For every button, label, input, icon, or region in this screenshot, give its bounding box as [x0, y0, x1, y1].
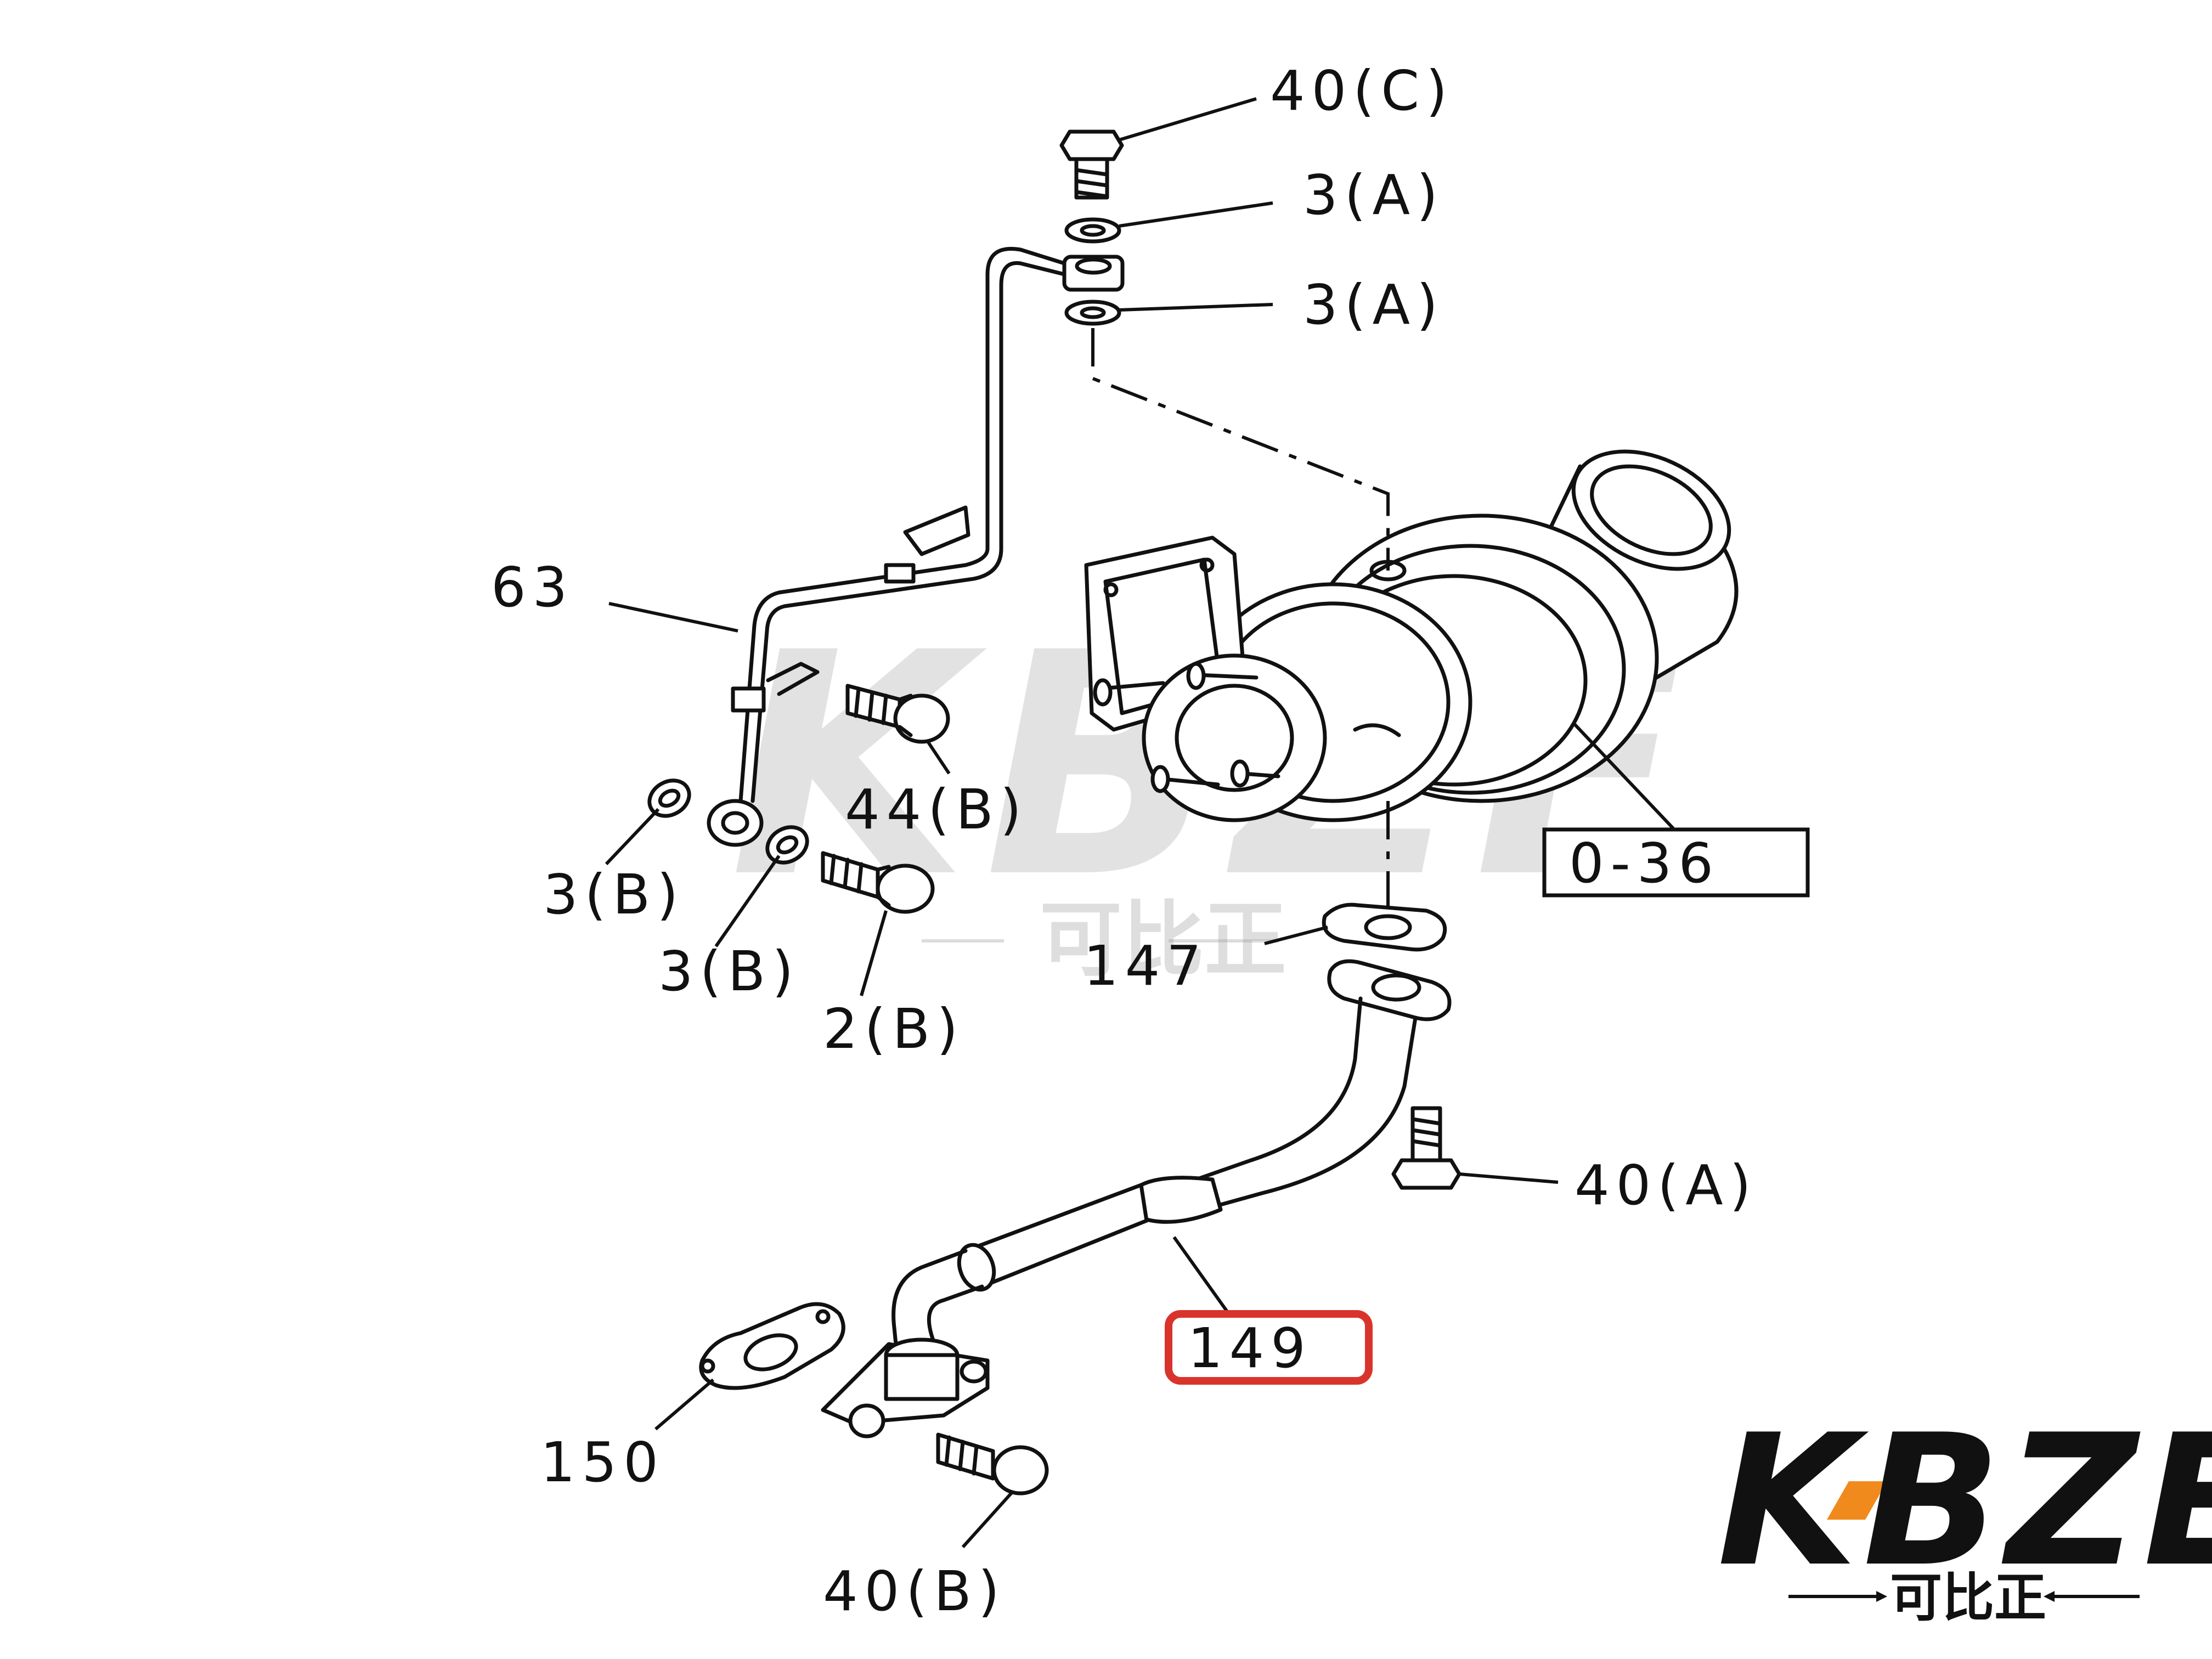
bolt-40c-drawing — [1059, 129, 1124, 200]
label-40c: 40(C) — [1270, 59, 1454, 123]
alignment-line-top — [1091, 328, 1390, 571]
gasket-150 — [699, 1302, 845, 1390]
washer-3b-1 — [647, 778, 691, 818]
pipe-149-highlight-box: 149 — [1165, 1310, 1373, 1385]
logo-text: KBZE — [1717, 1396, 2212, 1606]
label-147: 147 — [1084, 934, 1208, 998]
logo-accent-icon — [1827, 1481, 1887, 1520]
label-150: 150 — [540, 1430, 665, 1494]
logo-subtext: 可比正 — [1890, 1568, 2046, 1628]
gasket-147 — [1322, 902, 1447, 952]
label-40a: 40(A) — [1575, 1153, 1758, 1217]
label-3b-1: 3(B) — [543, 862, 685, 927]
bolt-40b-drawing — [936, 1432, 1049, 1496]
oil-feed-pipe-63 — [707, 247, 1066, 847]
label-0-36: 0-36 — [1569, 831, 1720, 895]
bolt-44b-drawing — [845, 684, 950, 744]
label-3a-bottom: 3(A) — [1303, 273, 1444, 337]
bolt-40a-drawing — [1391, 1106, 1462, 1190]
label-63: 63 — [491, 555, 574, 619]
label-3a-top: 3(A) — [1303, 163, 1444, 227]
washer-3a-bottom — [1064, 300, 1121, 326]
watermark-subtext: 可比正 — [1040, 893, 1286, 988]
label-2b: 2(B) — [823, 997, 964, 1061]
label-149: 149 — [1188, 1316, 1312, 1380]
brand-logo: KBZE 可比正 — [1717, 1396, 2212, 1628]
washer-3b-2 — [765, 825, 809, 865]
turbo-reference-box: 0-36 — [1542, 827, 1810, 898]
oil-drain-pipe-149 — [821, 959, 1452, 1438]
bolt-2b-drawing — [821, 851, 935, 914]
leader-lines — [605, 97, 1675, 1549]
label-3b-2: 3(B) — [658, 939, 800, 1003]
banjo-fitting — [1062, 255, 1125, 292]
washer-3a-top — [1064, 217, 1121, 244]
label-44b: 44(B) — [845, 777, 1028, 842]
label-40b: 40(B) — [823, 1559, 1006, 1623]
turbocharger — [1084, 449, 1739, 822]
